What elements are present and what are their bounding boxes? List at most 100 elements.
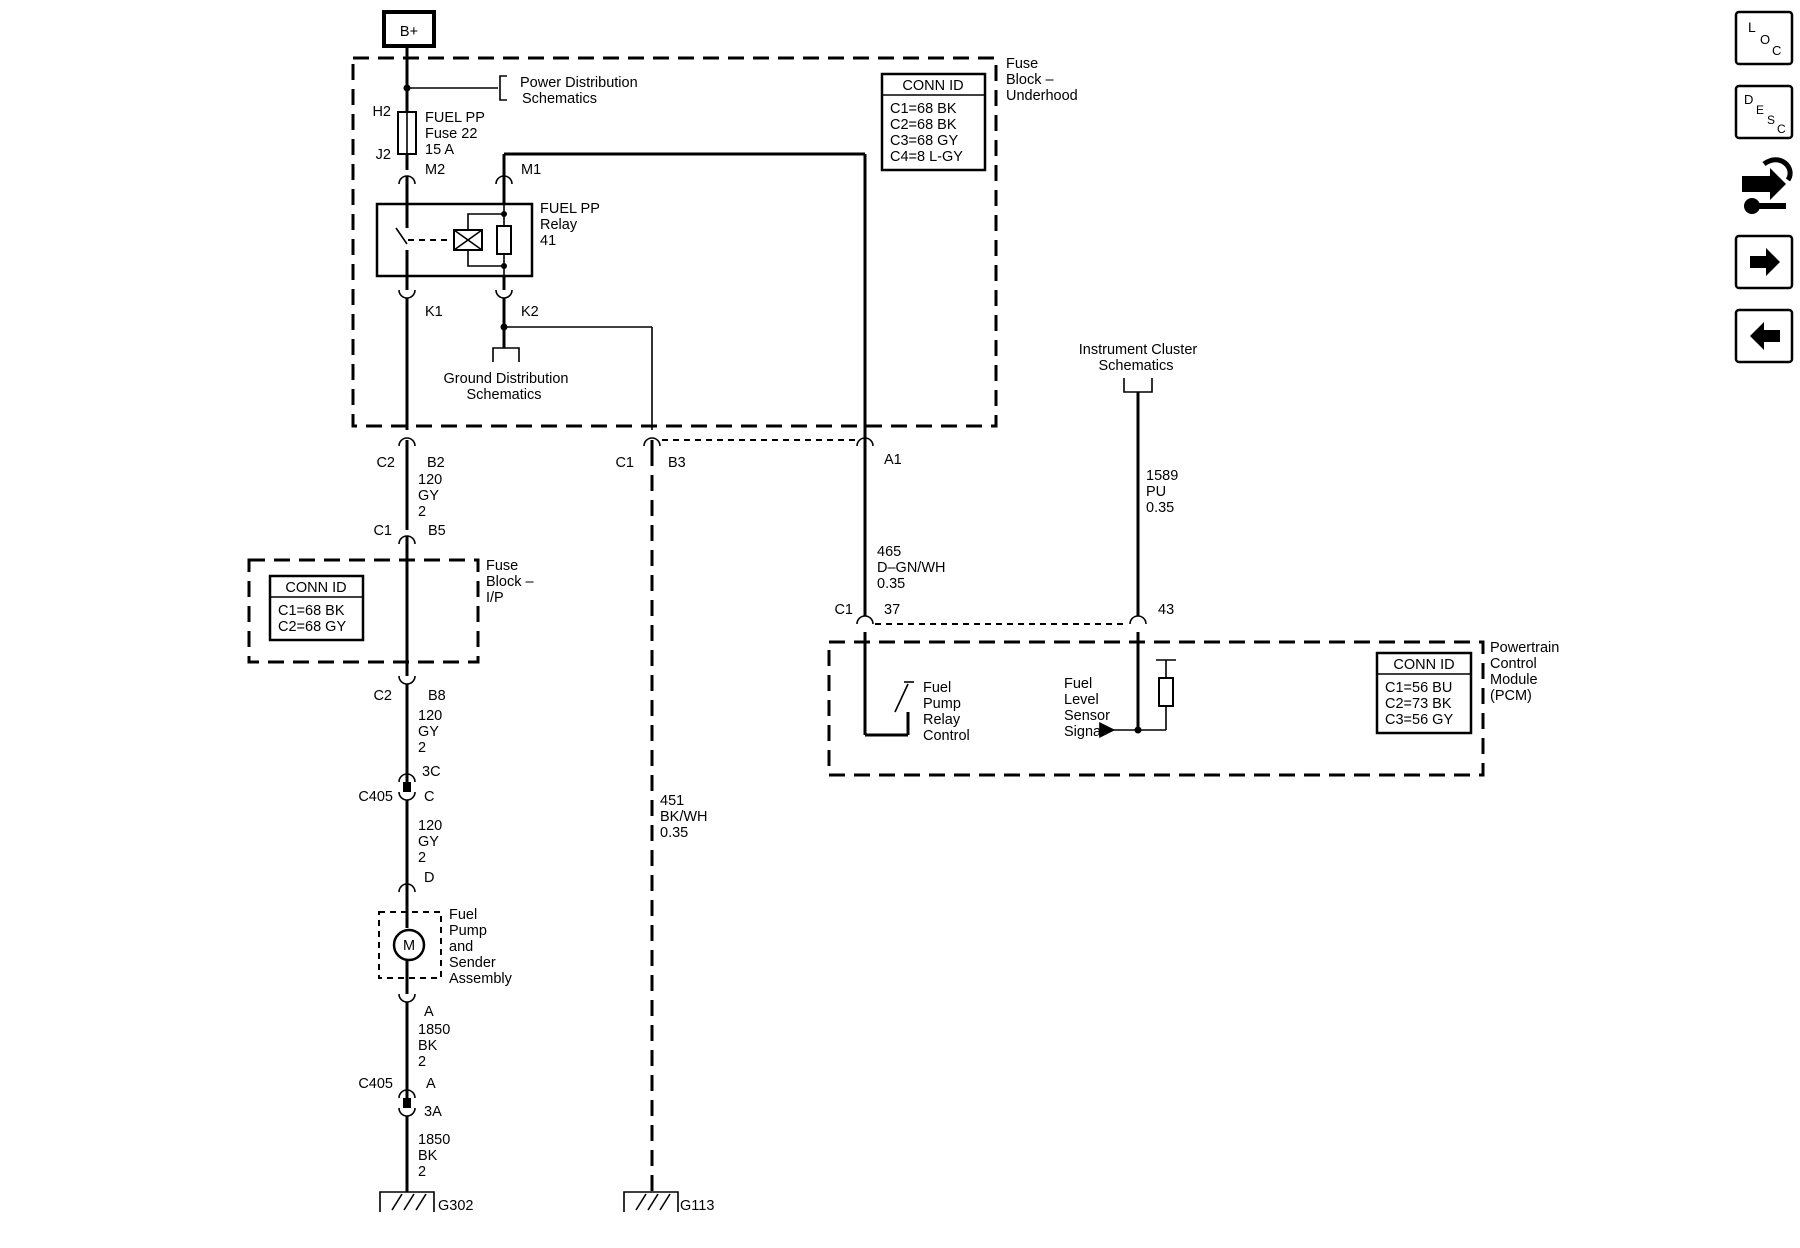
desc-letter-d: D bbox=[1744, 92, 1753, 107]
power-distribution-ref-1[interactable]: Power Distribution bbox=[520, 75, 638, 91]
desc-letter-s: S bbox=[1767, 113, 1775, 127]
arrow-left-icon bbox=[1750, 322, 1780, 350]
fuel-pp-fuse-22: H2 J2 FUEL PP Fuse 22 15 A bbox=[372, 104, 484, 163]
conn-id-table-pcm: CONN ID C1=56 BU C2=73 BK C3=56 GY bbox=[1375, 651, 1473, 735]
fuse-block-ip-title-1: Fuse bbox=[486, 558, 518, 574]
power-distribution-ref-2[interactable]: Schematics bbox=[522, 91, 597, 107]
sensor-signal-label-4: Signal bbox=[1064, 724, 1104, 740]
fuse-block-underhood-outline bbox=[351, 56, 998, 428]
connector-c2-b8 bbox=[398, 675, 416, 685]
wire-1850-label-3: 2 bbox=[418, 1054, 426, 1070]
relay-pin-m1-label: M1 bbox=[521, 162, 541, 178]
wire-120-label-3: 2 bbox=[418, 850, 426, 866]
ground-distribution-ref-bracket bbox=[492, 347, 520, 362]
relay-switch-contact bbox=[395, 227, 408, 245]
wire-1850-label-3: 2 bbox=[418, 1164, 426, 1180]
connector-c1-b3 bbox=[643, 437, 661, 447]
wire-1850-label-1: 1850 bbox=[418, 1132, 450, 1148]
instrument-cluster-ref-1[interactable]: Instrument Cluster bbox=[1079, 342, 1198, 358]
sensor-signal-label-3: Sensor bbox=[1064, 708, 1110, 724]
pcm-relay-control-switch bbox=[863, 632, 914, 737]
previous-page-button[interactable] bbox=[1734, 308, 1794, 364]
wire-1850-label-2: BK bbox=[418, 1038, 438, 1054]
pcm-connector-c1-37 bbox=[856, 615, 874, 625]
wire-120-label-3: 2 bbox=[418, 504, 426, 520]
ground-g302-label: G302 bbox=[438, 1198, 473, 1214]
pcm-outline bbox=[827, 640, 1485, 777]
sensor-signal-label-1: Fuel bbox=[1064, 676, 1092, 692]
instrument-cluster-ref-2[interactable]: Schematics bbox=[1099, 358, 1174, 374]
pin-b8-label: B8 bbox=[428, 688, 446, 704]
wire-120-label-2: GY bbox=[418, 834, 439, 850]
pin-43-label: 43 bbox=[1158, 602, 1174, 618]
wire-120-label-2: GY bbox=[418, 488, 439, 504]
relay-control-label-4: Control bbox=[923, 728, 970, 744]
terminal-k2 bbox=[495, 289, 513, 299]
fuse-label-3: 15 A bbox=[425, 142, 454, 158]
wire-451-label-3: 0.35 bbox=[660, 825, 688, 841]
relay-pin-k2-label: K2 bbox=[521, 304, 539, 320]
b-plus-label: B+ bbox=[400, 24, 418, 40]
conn-id-header: CONN ID bbox=[1393, 657, 1454, 673]
relay-pin-m2-label: M2 bbox=[425, 162, 445, 178]
pull-up-resistor-icon bbox=[1158, 677, 1174, 707]
pin-37-label: 37 bbox=[884, 602, 900, 618]
wire-1589-label-1: 1589 bbox=[1146, 468, 1178, 484]
ground-distribution-ref-1[interactable]: Ground Distribution bbox=[444, 371, 569, 387]
relay-label-1: FUEL PP bbox=[540, 201, 600, 217]
wire-465-label-3: 0.35 bbox=[877, 576, 905, 592]
fuse-block-underhood-title-2: Block – bbox=[1006, 72, 1054, 88]
connector-c2-b2 bbox=[398, 437, 416, 447]
pin-a1-label: A1 bbox=[884, 452, 902, 468]
ground-g113-icon bbox=[623, 1191, 679, 1212]
next-page-button[interactable] bbox=[1734, 234, 1794, 290]
connector-c1-label: C1 bbox=[615, 455, 634, 471]
pin-b5-label: B5 bbox=[428, 523, 446, 539]
connector-c2-b8-label: C2 bbox=[373, 688, 392, 704]
fuse-block-ip-title-2: Block – bbox=[486, 574, 534, 590]
relay-pin-k1-label: K1 bbox=[425, 304, 443, 320]
pcm-title-3: Module bbox=[1490, 672, 1538, 688]
desc-letter-e: E bbox=[1756, 103, 1764, 117]
desc-letter-c: C bbox=[1777, 122, 1786, 136]
conn-id-row: C1=68 BK bbox=[278, 603, 345, 619]
fuel-pump-motor-icon bbox=[392, 928, 426, 962]
wire-120-label-1: 120 bbox=[418, 472, 442, 488]
pcm-connector-43 bbox=[1129, 615, 1147, 625]
fuse-block-ip-outline bbox=[247, 558, 480, 664]
conn-id-row: C2=68 BK bbox=[890, 117, 957, 133]
instrument-cluster-ref-bracket bbox=[1123, 378, 1153, 393]
pin-d-label: D bbox=[424, 870, 434, 886]
loc-letter-l: L bbox=[1748, 19, 1756, 35]
pin-3a-label: 3A bbox=[424, 1104, 442, 1120]
pin-a-top-label: A bbox=[424, 1004, 434, 1020]
conn-id-row: C4=8 L-GY bbox=[890, 149, 963, 165]
wire-1850-label-1: 1850 bbox=[418, 1022, 450, 1038]
wire-1589-label-3: 0.35 bbox=[1146, 500, 1174, 516]
relay-control-label-2: Pump bbox=[923, 696, 961, 712]
conn-id-header: CONN ID bbox=[285, 580, 346, 596]
terminal-k1 bbox=[398, 289, 416, 299]
connector-c405-a-label: C405 bbox=[358, 1076, 393, 1092]
relay-diode-resistor bbox=[496, 225, 512, 255]
fuel-pump-label-5: Assembly bbox=[449, 971, 513, 987]
pcm-title-4: (PCM) bbox=[1490, 688, 1532, 704]
fuel-pump-label-2: Pump bbox=[449, 923, 487, 939]
ground-g302-icon bbox=[379, 1191, 435, 1212]
conn-id-table-underhood: CONN ID C1=68 BK C2=68 BK C3=68 GY C4=8 … bbox=[880, 72, 987, 172]
sensor-signal-label-2: Level bbox=[1064, 692, 1099, 708]
connector-c405-label: C405 bbox=[358, 789, 393, 805]
loc-letter-o: O bbox=[1760, 32, 1770, 47]
ground-distribution-ref-2[interactable]: Schematics bbox=[467, 387, 542, 403]
wiring-tools-icon[interactable] bbox=[1742, 157, 1793, 214]
pcm-title-2: Control bbox=[1490, 656, 1537, 672]
pin-b3-label: B3 bbox=[668, 455, 686, 471]
desc-button[interactable]: D E S C bbox=[1734, 84, 1794, 140]
wire-451-label-1: 451 bbox=[660, 793, 684, 809]
loc-button[interactable]: L O C bbox=[1734, 10, 1794, 66]
arrow-right-icon bbox=[1750, 248, 1780, 276]
conn-id-row: C2=68 GY bbox=[278, 619, 346, 635]
fuel-pump-label-3: and bbox=[449, 939, 473, 955]
wire-120-label-3: 2 bbox=[418, 740, 426, 756]
